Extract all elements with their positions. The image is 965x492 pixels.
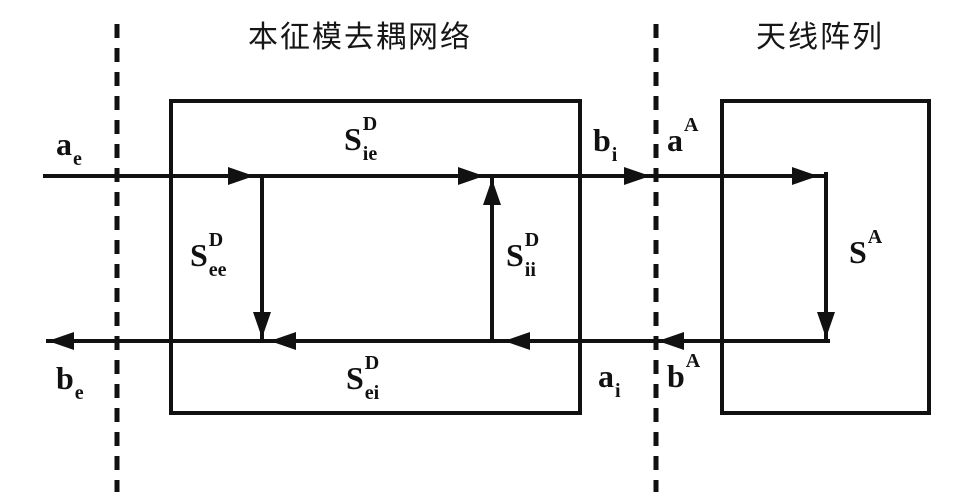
label-superscript: D — [362, 113, 378, 135]
label-base: S — [190, 237, 208, 273]
arrowhead-right-icon — [458, 167, 484, 185]
label-subscript: e — [73, 148, 82, 170]
label-subscript: ii — [524, 259, 536, 281]
label-base: b — [667, 358, 685, 394]
label-scripts: A — [685, 350, 714, 398]
label-scripts: e — [73, 122, 101, 170]
label-base: b — [56, 360, 74, 396]
arrowhead-left-icon — [48, 332, 74, 350]
label-subscript: e — [74, 382, 84, 404]
signal-lines — [43, 172, 830, 343]
boundary-dashed-lines — [114, 24, 659, 492]
label-scripts: A — [684, 114, 712, 162]
arrowhead-right-icon — [624, 167, 650, 185]
arrowhead-right-icon — [228, 167, 254, 185]
arrowheads — [48, 167, 835, 350]
arrowhead-up-icon — [483, 179, 501, 205]
arrowhead-down-icon — [817, 312, 835, 338]
label-superscript: D — [208, 229, 224, 251]
label-superscript: D — [524, 229, 540, 251]
label-base: a — [56, 126, 72, 162]
arrowhead-left-icon — [658, 332, 684, 350]
label-superscript: A — [684, 114, 699, 136]
label-subscript: i — [615, 380, 621, 402]
label-superscript: A — [867, 226, 883, 248]
label-base: S — [344, 121, 362, 157]
label-subscript: ee — [208, 259, 227, 281]
arrowhead-down-icon — [253, 312, 271, 338]
label-base: S — [506, 237, 524, 273]
arrowhead-right-icon — [792, 167, 818, 185]
label-base: a — [667, 122, 683, 158]
label-subscript: i — [611, 144, 618, 166]
label-subscript: ie — [362, 143, 378, 165]
title-decoupling-network: 本征模去耦网络 — [248, 21, 472, 54]
antenna-array-box — [720, 99, 931, 415]
label-scripts: i — [611, 118, 640, 166]
label-base: S — [849, 234, 867, 270]
arrowhead-left-icon — [270, 332, 296, 350]
label-scripts: A — [867, 226, 896, 274]
label-base: a — [598, 358, 614, 394]
network-boxes — [169, 99, 931, 415]
label-superscript: A — [685, 350, 701, 372]
label-base: S — [346, 360, 364, 396]
label-superscript: D — [364, 352, 380, 374]
arrowhead-left-icon — [504, 332, 530, 350]
label-scripts: e — [74, 356, 103, 404]
label-base: b — [593, 122, 611, 158]
label-scripts: i — [615, 354, 643, 402]
decoupling-network-box — [169, 99, 582, 415]
title-antenna-array: 天线阵列 — [756, 21, 884, 54]
label-subscript: ei — [364, 382, 380, 404]
